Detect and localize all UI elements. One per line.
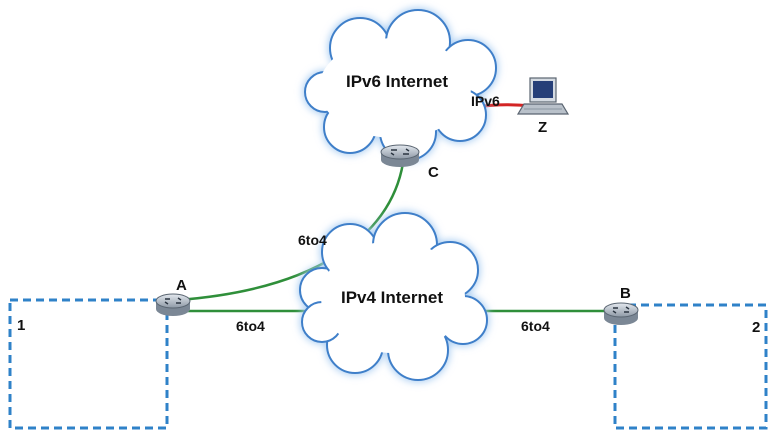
ipv6-internet-cloud: IPv6 Internet <box>303 8 498 162</box>
ipv6-link-label: IPv6 <box>471 93 500 109</box>
router-b-label: B <box>620 285 631 302</box>
router-c-icon <box>380 144 420 167</box>
host-z-label: Z <box>538 119 547 136</box>
ipv4-cloud-label: IPv4 Internet <box>341 288 443 307</box>
network-2-label: 2 <box>752 319 760 336</box>
tunnel-a-ipv4-label: 6to4 <box>236 318 265 334</box>
tunnel-a-c-label: 6to4 <box>298 232 327 248</box>
network-2-box <box>613 303 768 430</box>
router-a-label: A <box>176 277 187 294</box>
ipv6-cloud-label: IPv6 Internet <box>346 72 448 91</box>
router-c-label: C <box>428 164 439 181</box>
router-b-icon <box>603 302 639 325</box>
network-1-box <box>8 298 169 430</box>
network-1-label: 1 <box>17 317 25 334</box>
router-a-icon <box>155 293 191 316</box>
computer-z-icon <box>516 77 570 115</box>
ipv4-internet-cloud: IPv4 Internet <box>298 211 489 382</box>
tunnel-ipv4-b-label: 6to4 <box>521 318 550 334</box>
